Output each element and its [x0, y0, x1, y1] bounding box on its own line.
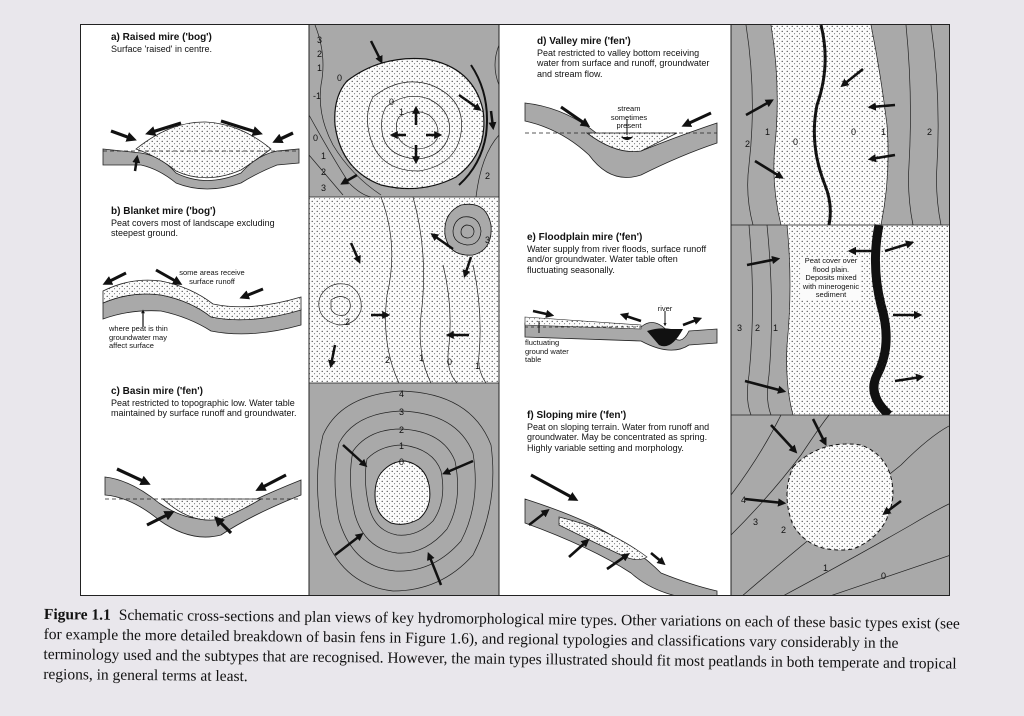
contour-label: 2 [781, 525, 786, 535]
contour-label: 0 [337, 73, 342, 83]
contour-label: 1 [399, 441, 404, 451]
figure-panel: 3 2 1 0 -1 0 1 2 3 0 1 2 3 2 1 0 1 2 4 3… [80, 24, 950, 596]
contour-label: 3 [485, 235, 490, 245]
contour-label: 2 [317, 49, 322, 59]
panel-f-title: f) Sloping mire ('fen') [527, 411, 717, 422]
contour-label: 3 [317, 35, 322, 45]
plan-f-sloping-mire [731, 415, 950, 596]
panel-b-groundwater-label: where peat is thin groundwater may affec… [109, 325, 179, 351]
contour-label: 0 [313, 133, 318, 143]
panel-c-text: c) Basin mire ('fen') Peat restricted to… [111, 387, 301, 419]
contour-label: 3 [321, 183, 326, 193]
panel-b-text: b) Blanket mire ('bog') Peat covers most… [111, 207, 301, 239]
contour-label: 2 [927, 127, 932, 137]
section-f-sloping-mire [525, 475, 717, 596]
contour-label: 2 [399, 425, 404, 435]
panel-e-river-label: river [653, 305, 677, 314]
contour-label: 0 [793, 137, 798, 147]
panel-e-fluctuating-label: fluctuating ground water table [525, 339, 577, 365]
panel-a-title: a) Raised mire ('bog') [111, 33, 301, 44]
panel-b-desc: Peat covers most of landscape excluding … [111, 218, 301, 239]
contour-label: 4 [741, 495, 746, 505]
contour-label: 0 [881, 571, 886, 581]
contour-label: 2 [385, 355, 390, 365]
panel-e-text: e) Floodplain mire ('fen') Water supply … [527, 233, 717, 275]
contour-label: 1 [419, 353, 424, 363]
panel-f-desc: Peat on sloping terrain. Water from runo… [527, 422, 717, 454]
panel-a-text: a) Raised mire ('bog') Surface 'raised' … [111, 33, 301, 54]
contour-label: 1 [881, 127, 886, 137]
contour-label: 1 [475, 361, 480, 371]
panel-e-desc: Water supply from river floods, surface … [527, 244, 717, 276]
section-c-basin-mire [105, 469, 301, 537]
panel-d-stream-label: stream sometimes present [601, 105, 657, 131]
contour-label: 2 [321, 167, 326, 177]
panel-c-title: c) Basin mire ('fen') [111, 387, 301, 398]
panel-f-text: f) Sloping mire ('fen') Peat on sloping … [527, 411, 717, 453]
plan-b-blanket-mire [309, 197, 499, 383]
contour-label: 0 [389, 97, 394, 107]
contour-label: -1 [313, 91, 321, 101]
panel-e-title: e) Floodplain mire ('fen') [527, 233, 717, 244]
section-a-raised-mire [103, 121, 299, 189]
contour-label: 3 [737, 323, 742, 333]
contour-label: 0 [399, 457, 404, 467]
panel-b-title: b) Blanket mire ('bog') [111, 207, 301, 218]
caption-text: Schematic cross-sections and plan views … [43, 607, 960, 685]
contour-label: 4 [399, 389, 404, 399]
contour-label: 1 [399, 107, 404, 117]
contour-label: 2 [345, 317, 350, 327]
plan-e-floodplain-mire [731, 225, 950, 415]
contour-label: 1 [773, 323, 778, 333]
contour-label: 3 [753, 517, 758, 527]
panel-d-title: d) Valley mire ('fen') [537, 37, 722, 48]
contour-label: 0 [851, 127, 856, 137]
panel-b-runoff-label: some areas receive surface runoff [177, 269, 247, 286]
panel-a-desc: Surface 'raised' in centre. [111, 44, 301, 55]
mire-diagram: 3 2 1 0 -1 0 1 2 3 0 1 2 3 2 1 0 1 2 4 3… [81, 25, 950, 596]
panel-c-desc: Peat restricted to topographic low. Wate… [111, 398, 301, 419]
contour-label: 2 [755, 323, 760, 333]
contour-label: 1 [321, 151, 326, 161]
panel-d-text: d) Valley mire ('fen') Peat restricted t… [537, 37, 722, 79]
contour-label: 1 [823, 563, 828, 573]
contour-label: 0 [447, 357, 452, 367]
plan-d-valley-mire [731, 25, 950, 225]
contour-label: 2 [485, 171, 490, 181]
contour-label: 3 [399, 407, 404, 417]
contour-label: 1 [317, 63, 322, 73]
panel-e-peat-cover-label: Peat cover over flood plain. Deposits mi… [801, 257, 861, 300]
caption-label: Figure 1.1 [44, 606, 111, 624]
contour-label: 1 [765, 127, 770, 137]
panel-d-desc: Peat restricted to valley bottom receivi… [537, 48, 722, 80]
contour-label: 2 [745, 139, 750, 149]
